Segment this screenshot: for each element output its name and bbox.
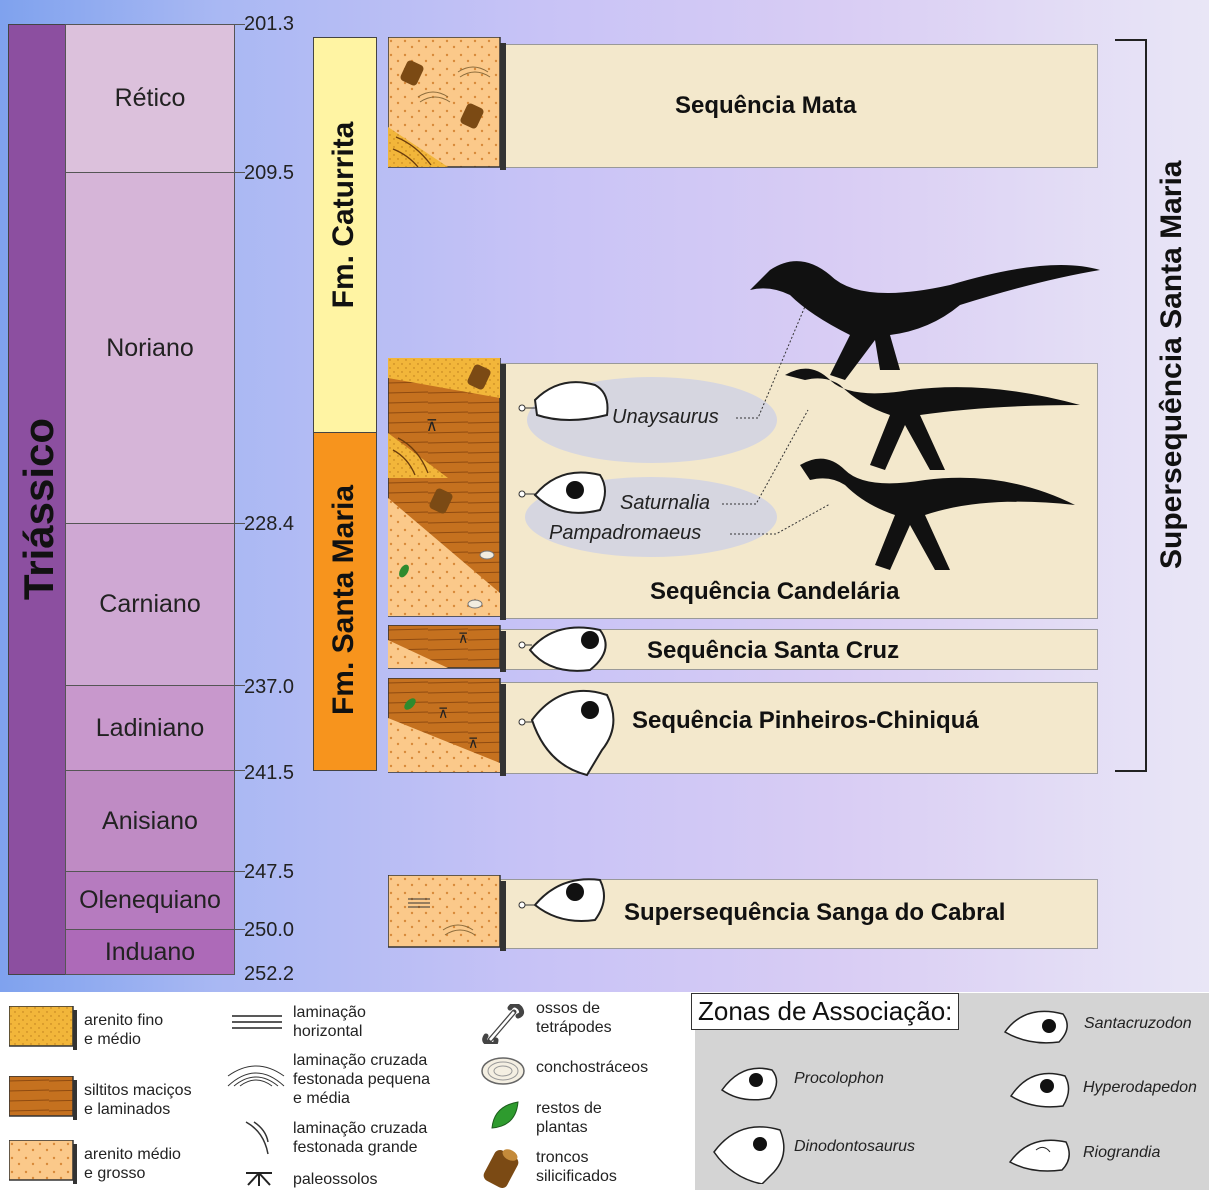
legend-line: e médio <box>84 1030 163 1049</box>
legend-line: conchostráceos <box>536 1058 648 1077</box>
legend-label: laminação cruzada festonada pequena e mé… <box>293 1051 430 1108</box>
legend-line: laminação cruzada <box>293 1051 430 1070</box>
plant-remains-icon <box>488 1098 522 1132</box>
silicified-trunk-icon <box>480 1146 526 1190</box>
stage-olenequiano: Olenequiano <box>65 871 235 930</box>
zone-label: Procolophon <box>794 1070 884 1088</box>
svg-text:⊼: ⊼ <box>426 416 438 435</box>
paleosol-icon <box>244 1170 274 1186</box>
sequence-label: Sequência Mata <box>675 92 856 120</box>
strat-column-candelaria: ⊼ <box>388 358 506 620</box>
zone-label: Riograndia <box>1083 1144 1160 1162</box>
legend-label: restos de plantas <box>536 1099 602 1137</box>
age-label: 247.5 <box>244 861 294 884</box>
stage-label: Olenequiano <box>79 886 221 915</box>
age-label: 201.3 <box>244 13 294 36</box>
stage-label: Rético <box>115 84 186 113</box>
legend-line: arenito fino <box>84 1011 163 1030</box>
strat-column-pinheiros: ⊼ ⊼ <box>388 678 506 776</box>
stage-noriano: Noriano <box>65 172 235 524</box>
stage-retico: Rético <box>65 24 235 173</box>
age-label: 250.0 <box>244 919 294 942</box>
age-label: 241.5 <box>244 762 294 785</box>
legend-line: e média <box>293 1089 430 1108</box>
svg-text:⊼: ⊼ <box>468 736 478 752</box>
age-label: 228.4 <box>244 513 294 536</box>
legend-line: e grosso <box>84 1164 181 1183</box>
stage-label: Anisiano <box>102 807 198 836</box>
legend-swatch-fine-sand <box>9 1006 77 1050</box>
formation-santa-maria: Fm. Santa Maria <box>313 432 377 771</box>
svg-text:⊼: ⊼ <box>458 631 468 647</box>
stage-carniano: Carniano <box>65 523 235 686</box>
stage-anisiano: Anisiano <box>65 770 235 872</box>
formation-caturrita: Fm. Caturrita <box>313 37 377 434</box>
legend-line: plantas <box>536 1118 602 1137</box>
period-column: Triássico <box>8 24 66 975</box>
formation-label: Fm. Santa Maria <box>327 470 361 730</box>
stage-label: Induano <box>105 938 195 967</box>
formation-label: Fm. Caturrita <box>327 105 361 325</box>
legend-line: horizontal <box>293 1022 366 1041</box>
legend-line: tetrápodes <box>536 1018 612 1037</box>
period-label: Triássico <box>15 409 63 609</box>
legend-line: e laminados <box>84 1100 192 1119</box>
riograndia-icon <box>1006 1132 1076 1176</box>
conchostracan-icon <box>480 1056 526 1086</box>
legend-label: arenito fino e médio <box>84 1011 163 1049</box>
horizontal-lamination-icon <box>232 1012 282 1032</box>
legend-line: festonada grande <box>293 1138 427 1157</box>
age-label: 237.0 <box>244 676 294 699</box>
legend-line: silicificados <box>536 1167 617 1186</box>
procolophon-icon <box>718 1060 782 1106</box>
legend-label: arenito médio e grosso <box>84 1145 181 1183</box>
legend-line: laminação <box>293 1003 366 1022</box>
bone-icon <box>480 1004 526 1044</box>
dinodontosaurus-icon <box>710 1122 790 1184</box>
strat-column-mata <box>388 37 506 170</box>
legend-label: siltitos maciços e laminados <box>84 1081 192 1119</box>
stage-label: Ladiniano <box>96 714 204 743</box>
legend-line: ossos de <box>536 999 612 1018</box>
zone-label: Hyperodapedon <box>1083 1079 1197 1097</box>
strat-column-santa-cruz: ⊼ <box>388 625 506 672</box>
stage-label: Carniano <box>99 590 200 619</box>
small-cross-lamination-icon <box>226 1062 286 1090</box>
legend-line: festonada pequena <box>293 1070 430 1089</box>
large-cross-lamination-icon <box>242 1120 272 1156</box>
stage-ladiniano: Ladiniano <box>65 685 235 771</box>
legend-label: conchostráceos <box>536 1058 648 1077</box>
strat-column-sanga <box>388 875 506 951</box>
legend-label: laminação horizontal <box>293 1003 366 1041</box>
santacruzodon-icon <box>1001 1004 1073 1046</box>
zone-label: Santacruzodon <box>1084 1015 1192 1033</box>
legend-label: troncos silicificados <box>536 1148 617 1186</box>
legend-label: ossos de tetrápodes <box>536 999 612 1037</box>
age-label: 252.2 <box>244 963 294 986</box>
supersequence-bracket <box>1110 38 1150 774</box>
zones-title: Zonas de Associação: <box>691 993 959 1030</box>
legend-line: restos de <box>536 1099 602 1118</box>
stage-label: Noriano <box>106 334 194 363</box>
legend-line: paleossolos <box>293 1170 378 1189</box>
legend-line: siltitos maciços <box>84 1081 192 1100</box>
legend-line: laminação cruzada <box>293 1119 427 1138</box>
illustration-layer <box>500 240 1110 950</box>
legend-label: laminação cruzada festonada grande <box>293 1119 427 1157</box>
zone-label: Dinodontosaurus <box>794 1138 915 1156</box>
hyperodapedon-icon <box>1007 1066 1073 1110</box>
legend-swatch-siltstone <box>9 1076 77 1120</box>
supersequence-label: Supersequência Santa Maria <box>1155 249 1189 569</box>
legend-line: troncos <box>536 1148 617 1167</box>
legend-label: paleossolos <box>293 1170 378 1189</box>
legend-swatch-coarse-sand <box>9 1140 77 1184</box>
age-label: 209.5 <box>244 162 294 185</box>
stage-induano: Induano <box>65 929 235 975</box>
svg-text:⊼: ⊼ <box>438 706 448 722</box>
legend-line: arenito médio <box>84 1145 181 1164</box>
